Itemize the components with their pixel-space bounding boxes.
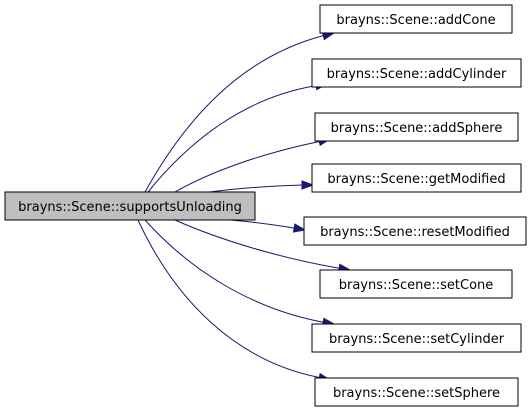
edge-to-add-sphere-connector [316,140,320,143]
callee-node-label: brayns::Scene::addCylinder [327,67,507,82]
callee-node-box[interactable] [311,58,522,88]
callee-node-box[interactable] [319,269,513,299]
callee-node-add-sphere[interactable]: brayns::Scene::addSphere [314,112,519,142]
callee-node-get-modified[interactable]: brayns::Scene::getModified [311,163,522,193]
callee-node-reset-modified[interactable]: brayns::Scene::resetModified [303,216,527,246]
edge-to-add-cone [144,35,323,193]
caller-node-label: brayns::Scene::supportsUnloading [18,200,242,215]
callee-node-box[interactable] [314,112,519,142]
callee-node-label: brayns::Scene::setCylinder [329,332,505,347]
callee-node-add-cylinder[interactable]: brayns::Scene::addCylinder [311,58,522,88]
callee-node-add-cone[interactable]: brayns::Scene::addCone [319,4,513,34]
edge-to-set-cylinder [144,219,323,323]
edge-to-reset-modified-arrowhead [292,223,307,233]
edge-to-set-cone [174,219,339,269]
edge-to-get-modified-arrowhead [301,180,315,190]
edge-to-reset-modified [229,219,295,229]
callee-node-label: brayns::Scene::setCone [339,278,494,293]
callee-node-label: brayns::Scene::resetModified [320,225,510,240]
caller-node[interactable]: brayns::Scene::supportsUnloading [4,191,256,221]
callee-node-box[interactable] [303,216,527,246]
callee-node-label: brayns::Scene::setSphere [333,386,500,401]
caller-node-box[interactable] [4,191,256,221]
callee-node-label: brayns::Scene::addCone [336,13,495,28]
callee-node-box[interactable] [311,323,522,353]
callee-node-box[interactable] [319,4,513,34]
callee-node-set-cone[interactable]: brayns::Scene::setCone [319,269,513,299]
callee-node-box[interactable] [314,377,519,407]
callee-node-box[interactable] [311,163,522,193]
edge-to-set-sphere [137,219,318,378]
edge-to-add-cylinder [147,85,315,193]
callee-node-label: brayns::Scene::getModified [327,172,505,187]
edge-to-set-sphere-connector [316,376,320,379]
edge-to-get-modified [209,184,303,193]
callee-node-label: brayns::Scene::addSphere [331,121,503,136]
callee-node-set-cylinder[interactable]: brayns::Scene::setCylinder [311,323,522,353]
callee-node-set-sphere[interactable]: brayns::Scene::setSphere [314,377,519,407]
edge-to-add-sphere [174,141,318,193]
